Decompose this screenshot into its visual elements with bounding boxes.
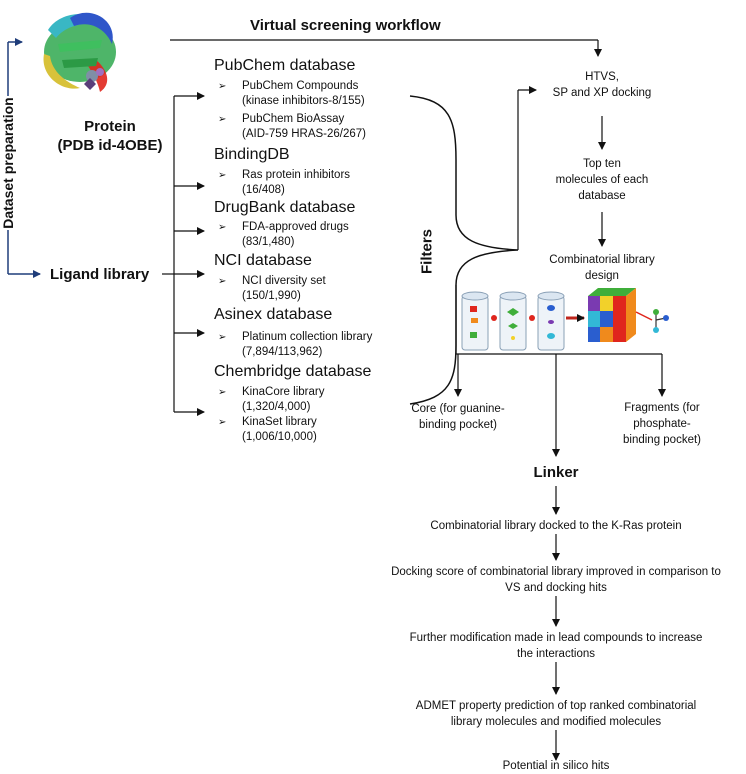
bullet-icon: ➢ xyxy=(218,332,227,343)
step-2-line-2: VS and docking hits xyxy=(505,582,607,594)
item-line-2: (7,894/113,962) xyxy=(242,346,323,358)
step-2-line-1: Docking score of combinatorial library i… xyxy=(391,566,721,578)
item-line-1: PubChem BioAssay xyxy=(242,113,345,125)
combinatorial-library-image xyxy=(461,288,669,351)
bullet-icon: ➢ xyxy=(218,276,227,287)
fragment-molecule xyxy=(653,309,669,333)
fragments-line-1: Fragments (for xyxy=(624,402,700,414)
protein-pdb-id: (PDB id-4OBE) xyxy=(57,137,163,154)
item-line-2: (16/408) xyxy=(242,184,285,196)
bullet-icon: ➢ xyxy=(218,114,227,125)
fragments-line-2: phosphate- xyxy=(633,418,691,430)
protein-label: Protein xyxy=(84,118,136,135)
item-line-2: (83/1,480) xyxy=(242,236,295,248)
item-line-2: (kinase inhibitors-8/155) xyxy=(242,95,365,107)
item-line-1: KinaSet library xyxy=(242,416,317,428)
vial-1 xyxy=(461,291,489,351)
step-3-line-1: Further modification made in lead compou… xyxy=(409,632,703,644)
item-line-1: KinaCore library xyxy=(242,386,325,398)
item-line-1: Ras protein inhibitors xyxy=(242,169,351,181)
db-pubchem-name: PubChem database xyxy=(214,57,356,74)
item-line-2: (1,320/4,000) xyxy=(242,401,311,413)
item-line-1: FDA-approved drugs xyxy=(242,221,349,233)
top-ten-line-2: molecules of each xyxy=(555,174,649,186)
vial-2 xyxy=(499,291,527,351)
core-line-2: binding pocket) xyxy=(419,419,497,431)
ligand-library-label: Ligand library xyxy=(50,266,150,283)
workflow-title: Virtual screening workflow xyxy=(250,17,441,34)
db-chembridge-name: Chembridge database xyxy=(214,363,372,380)
protein-structure-image xyxy=(43,12,116,92)
db-asinex-name: Asinex database xyxy=(214,306,333,323)
htvs-line-1: HTVS, xyxy=(585,71,619,83)
dataset-arrows xyxy=(7,38,41,278)
step-5-line-1: Potential in silico hits xyxy=(502,760,610,772)
item-line-1: NCI diversity set xyxy=(242,275,326,287)
core-line-1: Core (for guanine- xyxy=(411,403,505,415)
bullet-icon: ➢ xyxy=(218,81,227,92)
step-3-line-2: the interactions xyxy=(517,648,595,660)
fragments-line-3: binding pocket) xyxy=(623,434,701,446)
library-cube xyxy=(588,288,636,342)
filters-label: Filters xyxy=(418,229,436,275)
item-line-1: PubChem Compounds xyxy=(242,80,359,92)
db-nci-name: NCI database xyxy=(214,252,312,269)
step-4-line-1: ADMET property prediction of top ranked … xyxy=(415,700,697,712)
right-flow-arrows xyxy=(454,86,666,457)
db-bindingdb-name: BindingDB xyxy=(214,146,290,163)
vial-3 xyxy=(537,291,565,351)
combi-design-line-2: design xyxy=(585,270,619,282)
ligand-branch-arrows xyxy=(162,92,205,416)
db-drugbank-name: DrugBank database xyxy=(214,199,356,216)
dataset-preparation-label: Dataset preparation xyxy=(0,97,16,229)
bullet-icon: ➢ xyxy=(218,170,227,181)
linker-label: Linker xyxy=(533,464,579,481)
step-4-line-2: library molecules and modified molecules xyxy=(450,716,662,728)
item-line-2: (150/1,990) xyxy=(242,290,301,302)
workflow-top-arrow xyxy=(170,39,602,57)
bullet-icon: ➢ xyxy=(218,417,227,428)
combi-design-line-1: Combinatorial library xyxy=(549,254,655,266)
top-ten-line-3: database xyxy=(578,190,626,202)
htvs-line-2: SP and XP docking xyxy=(552,87,652,99)
item-line-1: Platinum collection library xyxy=(242,331,373,343)
step-1-line-1: Combinatorial library docked to the K-Ra… xyxy=(430,520,682,532)
top-ten-line-1: Top ten xyxy=(583,158,621,170)
item-line-2: (AID-759 HRAS-26/267) xyxy=(242,128,366,140)
bullet-icon: ➢ xyxy=(218,222,227,233)
bullet-icon: ➢ xyxy=(218,387,227,398)
item-line-2: (1,006/10,000) xyxy=(242,431,317,443)
